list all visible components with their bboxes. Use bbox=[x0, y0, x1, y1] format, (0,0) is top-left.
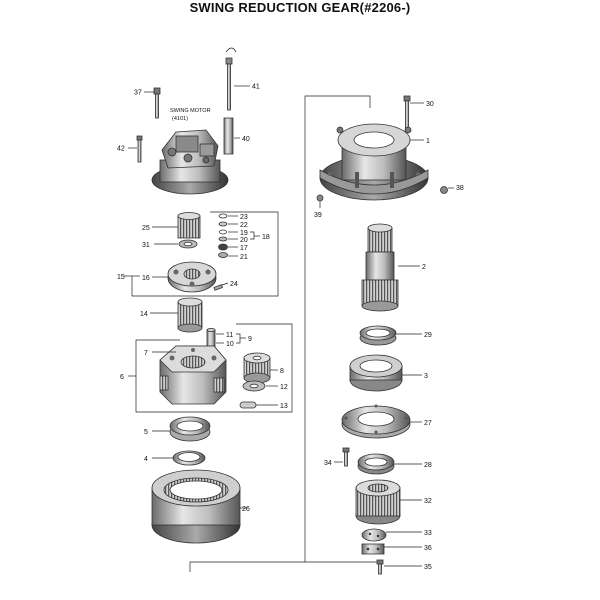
bolt-30 bbox=[403, 95, 411, 132]
callout-30: 30 bbox=[426, 101, 434, 108]
small-parts-column bbox=[218, 213, 228, 258]
bolt-37 bbox=[153, 87, 161, 119]
callout-31: 31 bbox=[142, 242, 150, 249]
callout-15: 15 bbox=[117, 274, 125, 281]
housing-1 bbox=[319, 123, 429, 201]
ring-4 bbox=[172, 450, 206, 466]
level-gauge-41 bbox=[225, 47, 237, 111]
callout-16: 16 bbox=[142, 275, 150, 282]
seal-28 bbox=[357, 453, 395, 475]
swing-motor bbox=[151, 129, 229, 195]
callout-13: 13 bbox=[280, 403, 288, 410]
callout-33: 33 bbox=[424, 530, 432, 537]
plate-33 bbox=[361, 528, 387, 542]
callout-35: 35 bbox=[424, 564, 432, 571]
diagram-title: SWING REDUCTION GEAR(#2206-) bbox=[189, 0, 411, 15]
callout-3: 3 bbox=[424, 373, 428, 380]
callout-14: 14 bbox=[140, 311, 148, 318]
callout-36: 36 bbox=[424, 545, 432, 552]
plug-39 bbox=[316, 194, 324, 202]
carrier-16 bbox=[167, 261, 217, 293]
callout-32: 32 bbox=[424, 498, 432, 505]
gear-14 bbox=[177, 297, 203, 333]
thrust-washer-12 bbox=[242, 380, 266, 392]
planet-gear-8 bbox=[243, 352, 271, 384]
lock-plate-36 bbox=[361, 543, 385, 555]
callout-24: 24 bbox=[230, 281, 238, 288]
callout-23: 23 bbox=[240, 214, 248, 221]
callout-29: 29 bbox=[424, 332, 432, 339]
callout-8: 8 bbox=[280, 368, 284, 375]
pinion-shaft-2 bbox=[361, 223, 399, 312]
callout-7: 7 bbox=[144, 350, 148, 357]
callout-4: 4 bbox=[144, 456, 148, 463]
gear-25 bbox=[177, 212, 201, 239]
callout-1: 1 bbox=[426, 138, 430, 145]
callout-6: 6 bbox=[120, 374, 124, 381]
callout-11: 11 bbox=[226, 332, 233, 339]
assembly-flow-lines bbox=[189, 95, 380, 572]
callout-21: 21 bbox=[240, 254, 248, 261]
callout-27: 27 bbox=[424, 420, 432, 427]
callout-leaders-9 bbox=[216, 333, 246, 344]
callout-2: 2 bbox=[422, 264, 426, 271]
callout-5: 5 bbox=[144, 429, 148, 436]
callout-38: 38 bbox=[456, 185, 464, 192]
bearing-3 bbox=[349, 354, 403, 392]
pipe-40 bbox=[223, 117, 234, 155]
callout-19: 19 bbox=[240, 230, 248, 237]
carrier-7 bbox=[159, 345, 227, 405]
callout-39: 39 bbox=[314, 212, 322, 219]
callout-25: 25 bbox=[142, 225, 150, 232]
callout-12: 12 bbox=[280, 384, 288, 391]
motor-label-line1: SWING MOTOR bbox=[170, 108, 211, 114]
group-15-bracket bbox=[124, 211, 279, 297]
callout-18: 18 bbox=[262, 234, 270, 241]
bearing-5 bbox=[169, 416, 211, 442]
callout-26: 26 bbox=[242, 506, 250, 513]
callout-37: 37 bbox=[134, 90, 142, 97]
collar-29 bbox=[359, 325, 397, 346]
callout-28: 28 bbox=[424, 462, 432, 469]
bolt-42 bbox=[136, 135, 143, 163]
callout-42: 42 bbox=[117, 146, 125, 153]
pin-11 bbox=[206, 327, 216, 349]
ring-gear-26 bbox=[151, 469, 241, 544]
bushing-13 bbox=[239, 401, 257, 409]
bolt-34 bbox=[342, 447, 350, 467]
motor-label-line2: (4101) bbox=[172, 116, 188, 122]
gear-32 bbox=[355, 479, 401, 525]
pin-24 bbox=[213, 284, 223, 291]
callout-20: 20 bbox=[240, 237, 248, 244]
callout-17: 17 bbox=[240, 245, 248, 252]
group-6-bracket bbox=[128, 323, 293, 413]
callout-9: 9 bbox=[248, 336, 252, 343]
callout-leaders-small bbox=[228, 215, 260, 257]
callout-41: 41 bbox=[252, 84, 260, 91]
washer-31 bbox=[178, 239, 198, 249]
cover-27 bbox=[341, 404, 411, 439]
bolt-35 bbox=[376, 559, 384, 575]
callout-34: 34 bbox=[324, 460, 332, 467]
nut-38 bbox=[440, 186, 448, 194]
callout-22: 22 bbox=[240, 222, 248, 229]
callout-10: 10 bbox=[226, 341, 234, 348]
callout-40: 40 bbox=[242, 136, 250, 143]
